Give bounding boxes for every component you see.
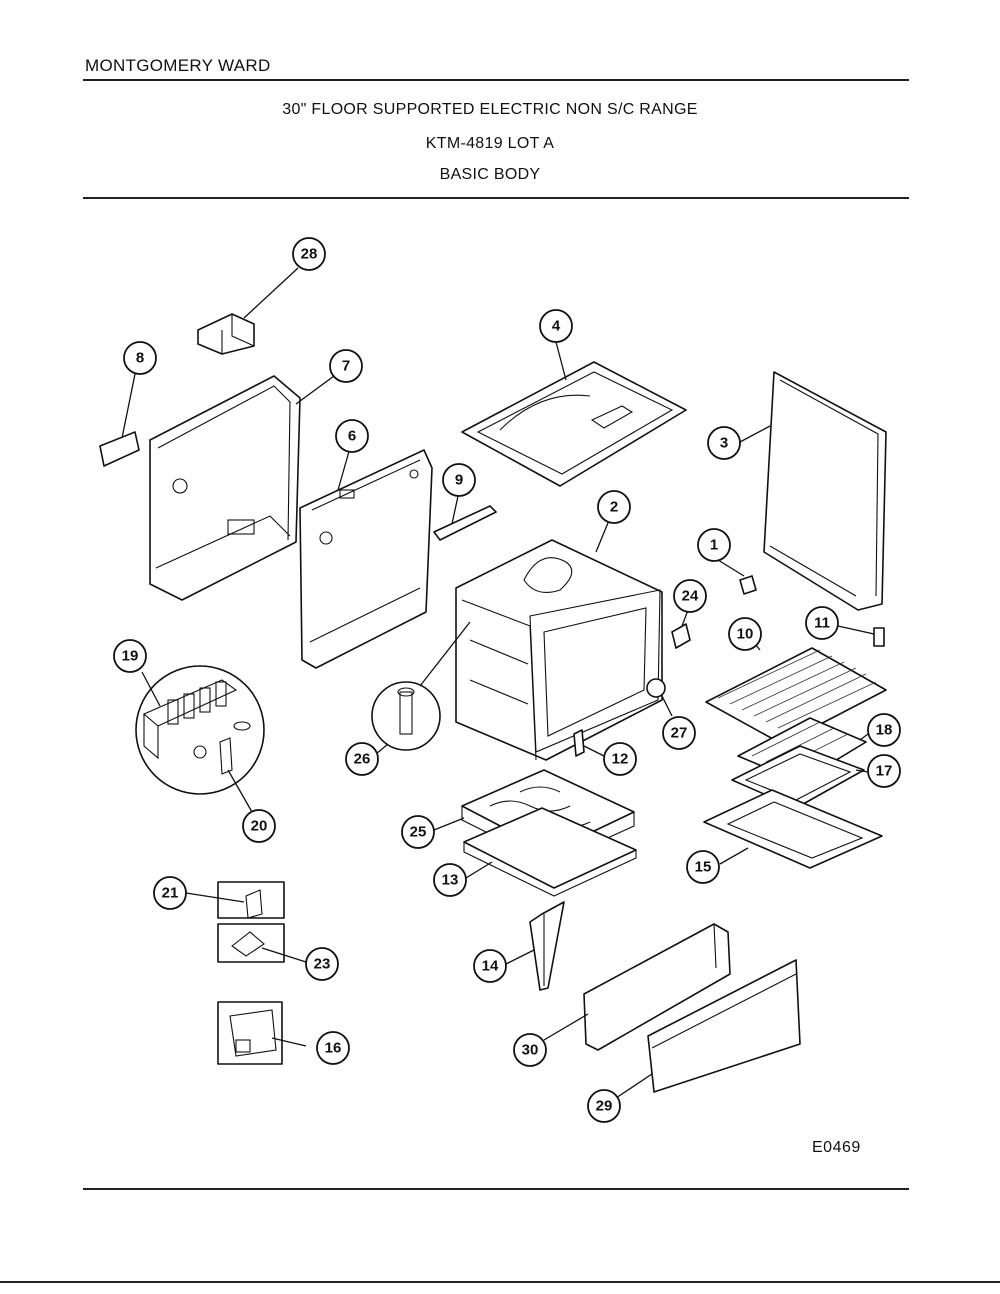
part-13-base [463,807,637,897]
callout-12-label: 12 [612,751,629,768]
callout-15-label: 15 [695,859,712,876]
callout-18-label: 18 [876,722,893,739]
callout-8-label: 8 [136,350,144,367]
callout-11: 11 [805,606,839,640]
callout-27-label: 27 [671,725,688,742]
callout-9: 9 [442,463,476,497]
callout-4: 4 [539,309,573,343]
callout-15: 15 [686,850,720,884]
part-10-oven-rack [705,639,887,745]
part-27-knob [646,678,673,717]
part-3-side-panel [739,371,887,611]
part-29-drawer-panel [615,959,801,1099]
callout-3-label: 3 [720,435,728,452]
callout-16: 16 [316,1031,350,1065]
footer-rule [83,1188,909,1190]
callout-13: 13 [433,863,467,897]
part-16-box [217,1001,307,1065]
callout-26-label: 26 [354,751,371,768]
callout-19: 19 [113,639,147,673]
part-30-door-panel [543,923,731,1051]
header-rule [83,79,909,81]
callout-14-label: 14 [482,958,499,975]
part-7-rear-panel [149,375,335,601]
callout-25-label: 25 [410,824,427,841]
part-12-clip [573,729,605,757]
callout-19-label: 19 [122,648,139,665]
callout-1-label: 1 [710,537,718,554]
part-4-cooktop [461,341,687,487]
callout-9-label: 9 [455,472,463,489]
callout-28-label: 28 [301,246,318,263]
callout-24: 24 [673,579,707,613]
callout-2-label: 2 [610,499,618,516]
part-11-leg [837,625,885,647]
callout-20: 20 [242,809,276,843]
part-21-box [185,881,285,919]
callout-29: 29 [587,1089,621,1123]
part-23-box [217,923,307,963]
part-28-bracket [197,267,299,355]
brand-name: MONTGOMERY WARD [85,56,271,75]
callout-6: 6 [335,419,369,453]
callout-23: 23 [305,947,339,981]
callout-6-label: 6 [348,428,356,445]
callout-30-label: 30 [522,1042,539,1059]
callout-10-label: 10 [737,626,754,643]
callout-20-label: 20 [251,818,268,835]
part-24-pin [671,609,691,649]
callout-16-label: 16 [325,1040,342,1057]
callout-30: 30 [513,1033,547,1067]
callout-21-label: 21 [162,885,179,902]
callout-7: 7 [329,349,363,383]
part-9-strip [433,495,497,541]
callout-14: 14 [473,949,507,983]
part-8-plate [99,373,140,467]
model-number: KTM-4819 LOT A [425,135,555,152]
callout-7-label: 7 [342,358,350,375]
part-15-drip-tray [703,789,883,869]
part-14-hinge [505,901,565,991]
callout-21: 21 [153,876,187,910]
page-bottom-rule [0,1281,1000,1283]
callout-27: 27 [662,716,696,750]
callout-8: 8 [123,341,157,375]
section-title: BASIC BODY [439,166,541,183]
callout-23-label: 23 [314,956,331,973]
callout-17: 17 [867,754,901,788]
callout-18: 18 [867,713,901,747]
callout-26: 26 [345,742,379,776]
part-2-body-frame [455,517,663,761]
part-26-detail [371,621,471,755]
callout-2: 2 [597,490,631,524]
callout-3: 3 [707,426,741,460]
part-19-20-detail [135,665,265,813]
callout-1: 1 [697,528,731,562]
title-rule [83,197,909,199]
callout-13-label: 13 [442,872,459,889]
part-6-back-wall [299,447,433,669]
callout-28: 28 [292,237,326,271]
callout-17-label: 17 [876,763,893,780]
callout-4-label: 4 [552,318,561,335]
callout-12: 12 [603,742,637,776]
callout-10: 10 [728,617,762,651]
part-1-clip [717,559,757,595]
callout-25: 25 [401,815,435,849]
callout-11-label: 11 [814,615,830,632]
diagram-title: 30" FLOOR SUPPORTED ELECTRIC NON S/C RAN… [282,101,698,118]
callout-29-label: 29 [596,1098,613,1115]
callout-24-label: 24 [682,588,699,605]
diagram-code: E0469 [812,1139,861,1156]
